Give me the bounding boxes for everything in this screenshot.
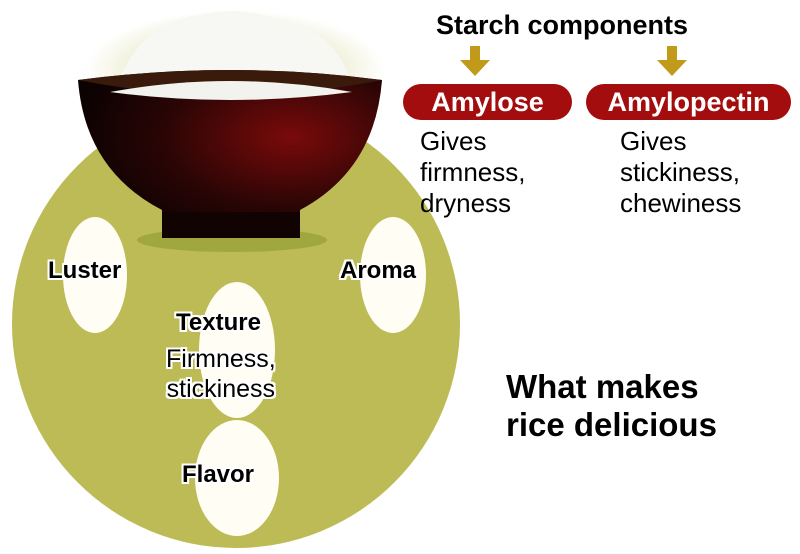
rice-grain-aroma xyxy=(360,217,426,333)
factor-texture: Texture xyxy=(176,309,261,336)
headline-line: rice delicious xyxy=(506,406,717,443)
factor-luster: Luster xyxy=(48,257,122,284)
rice-grain-luster xyxy=(63,217,127,333)
amylopectin-label: Amylopectin xyxy=(586,84,791,120)
amylose-description-line: Gives xyxy=(420,126,487,156)
amylopectin-description: Gives stickiness, chewiness xyxy=(620,126,741,219)
amylose-description-line: dryness xyxy=(420,188,512,218)
amylopectin-description-line: Gives xyxy=(620,126,687,156)
starch-title: Starch components xyxy=(436,10,689,40)
texture-detail: Firmness, stickiness xyxy=(166,344,276,404)
amylopectin-description-line: chewiness xyxy=(620,188,742,218)
rice-bowl-image xyxy=(78,11,382,238)
headline: What makes rice delicious xyxy=(506,368,717,444)
rice-grain-flavor xyxy=(195,420,279,536)
rice-grain-texture xyxy=(199,282,275,418)
headline-line: What makes xyxy=(506,368,699,405)
texture-detail-line: Firmness, xyxy=(166,345,276,373)
amylose-description: Gives firmness, dryness xyxy=(420,126,525,219)
factor-aroma: Aroma xyxy=(340,257,417,284)
amylopectin-description-line: stickiness, xyxy=(620,157,740,187)
amylose-description-line: firmness, xyxy=(420,157,526,187)
arrow-icon-amylopectin xyxy=(657,46,687,76)
amylose-label: Amylose xyxy=(403,84,572,120)
arrow-icon-amylose xyxy=(460,46,490,76)
factor-flavor: Flavor xyxy=(182,461,255,488)
texture-detail-line: stickiness xyxy=(166,375,276,403)
